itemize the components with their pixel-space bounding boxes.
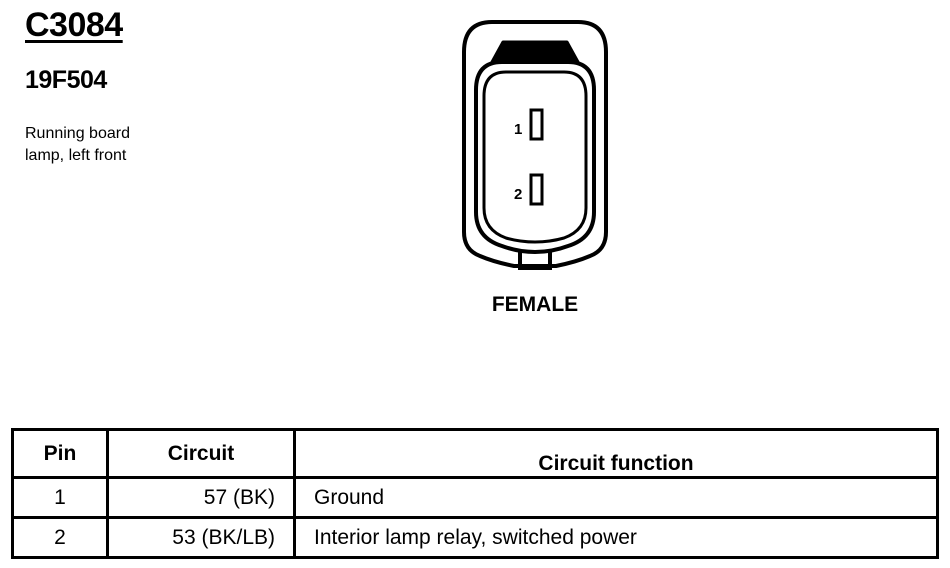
- row-1-pin: 1: [11, 476, 109, 519]
- pin-2-terminal: [529, 173, 544, 206]
- cavity-outline-inner: [482, 70, 588, 244]
- part-number: 19F504: [25, 66, 107, 94]
- keyway: [518, 252, 552, 270]
- row-2-pin: 2: [11, 516, 109, 559]
- connector-face-diagram: 1 2: [462, 20, 608, 270]
- connector-description: Running board lamp, left front: [25, 123, 185, 167]
- pin-2-label: 2: [514, 186, 522, 203]
- pin-1-terminal: [529, 108, 544, 141]
- row-2-circuit: 53 (BK/LB): [106, 516, 296, 559]
- header-circuit-function: Circuit function: [293, 428, 939, 479]
- connector-gender-label: FEMALE: [491, 293, 579, 316]
- row-1-circuit: 57 (BK): [106, 476, 296, 519]
- description-line-1: Running board: [25, 125, 130, 142]
- pin-1-label: 1: [514, 121, 522, 138]
- row-1-function: Ground: [293, 476, 939, 519]
- connector-housing-outline: [462, 20, 608, 268]
- pinout-table: Pin Circuit Circuit function 1 57 (BK) G…: [11, 428, 939, 559]
- row-2-function: Interior lamp relay, switched power: [293, 516, 939, 559]
- header-pin: Pin: [11, 428, 109, 479]
- latch-tab: [490, 40, 580, 64]
- table-header-row: Pin Circuit Circuit function: [11, 428, 939, 479]
- connector-id: C3084: [25, 6, 123, 44]
- description-line-2: lamp, left front: [25, 147, 127, 164]
- header-circuit: Circuit: [106, 428, 296, 479]
- cavity-outline-outer: [474, 60, 596, 255]
- table-row: 1 57 (BK) Ground: [11, 476, 939, 519]
- table-row: 2 53 (BK/LB) Interior lamp relay, switch…: [11, 516, 939, 559]
